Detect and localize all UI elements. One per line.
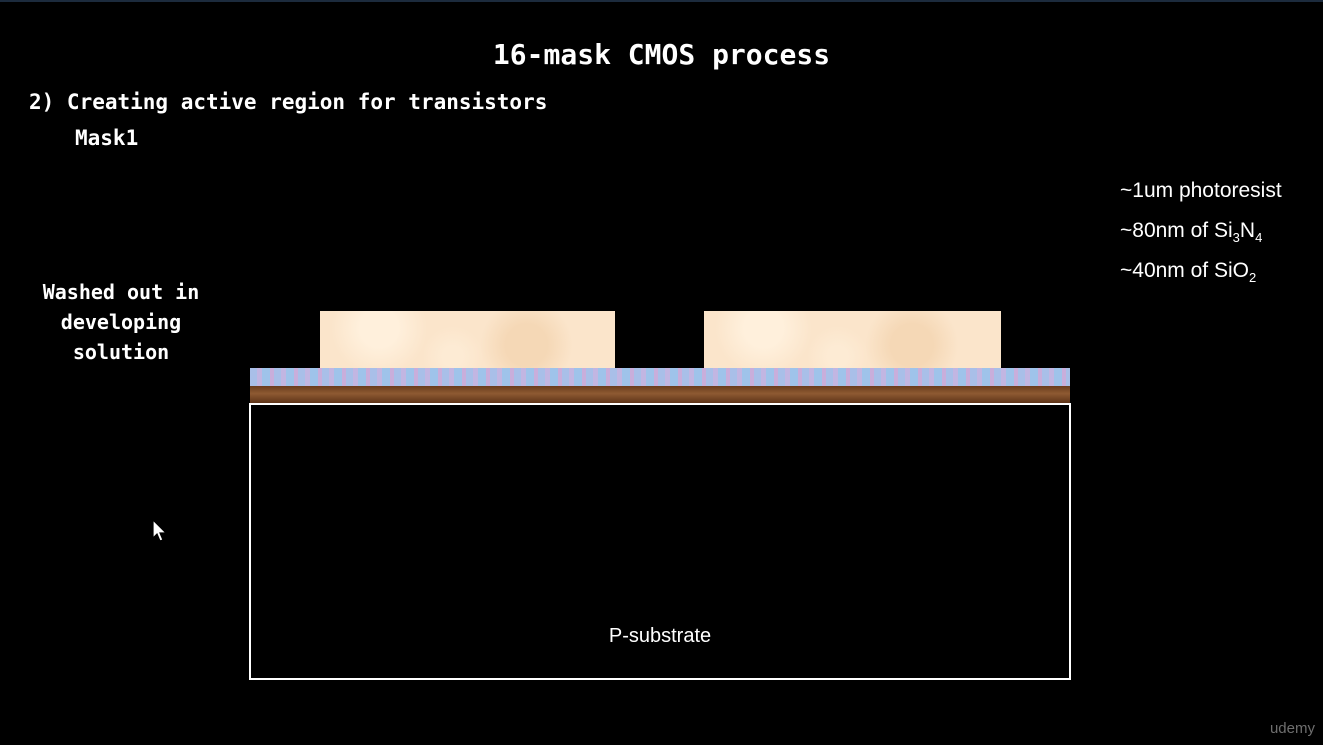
washed-out-note: Washed out in developing solution — [42, 280, 200, 364]
photoresist-block-left — [320, 311, 615, 368]
top-border — [0, 0, 1323, 2]
oxide-layer — [250, 386, 1070, 403]
layer-legend: ~1um photoresist ~80nm of Si3N4 ~40nm of… — [1120, 176, 1282, 296]
nitride-layer — [250, 368, 1070, 386]
legend-photoresist: ~1um photoresist — [1120, 179, 1282, 202]
legend-oxide: ~40nm of SiO2 — [1120, 259, 1257, 286]
substrate-label: P-substrate — [608, 625, 712, 647]
slide-title: 16-mask CMOS process — [492, 38, 831, 71]
mouse-pointer-icon — [152, 519, 168, 542]
step-heading: 2) Creating active region for transistor… — [29, 90, 548, 114]
photoresist-block-right — [704, 311, 1001, 368]
mask-label: Mask1 — [75, 126, 139, 150]
p-substrate: P-substrate — [249, 403, 1071, 680]
udemy-watermark: udemy — [1269, 720, 1315, 737]
legend-nitride: ~80nm of Si3N4 — [1120, 219, 1263, 246]
